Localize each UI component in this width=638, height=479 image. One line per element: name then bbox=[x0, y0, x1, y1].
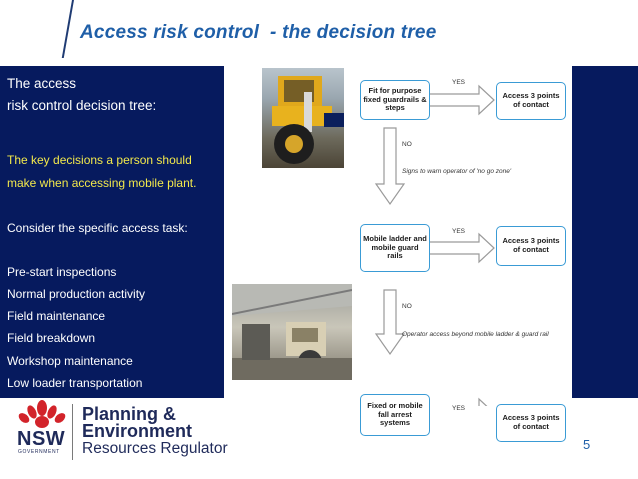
panel-consider: Consider the specific access task: bbox=[7, 221, 188, 235]
left-text-panel: The access risk control decision tree: T… bbox=[0, 66, 224, 398]
task-item: Normal production activity bbox=[7, 287, 146, 301]
box-access-result-2: Access 3 points of contact bbox=[496, 226, 566, 266]
logo-nsw: NSW bbox=[17, 428, 66, 450]
task-item: Field maintenance bbox=[7, 309, 106, 323]
box-mobile-ladder: Mobile ladder and mobile guard rails bbox=[360, 224, 430, 272]
panel-heading-line1: The access bbox=[7, 76, 77, 91]
loader-photo bbox=[262, 68, 344, 168]
logo-line2: Environment bbox=[82, 421, 193, 441]
panel-heading-line2: risk control decision tree: bbox=[7, 98, 157, 113]
box-fall-arrest: Fixed or mobile fall arrest systems bbox=[360, 394, 430, 436]
logo-divider bbox=[72, 404, 73, 460]
task-item: Workshop maintenance bbox=[7, 354, 133, 368]
page-number: 5 bbox=[583, 437, 591, 452]
box-access-result-3: Access 3 points of contact bbox=[496, 404, 566, 442]
yes-label-2: YES bbox=[452, 228, 466, 235]
logo-government: GOVERNMENT bbox=[18, 449, 60, 455]
no-label-1: NO bbox=[402, 141, 412, 148]
logo-line1: Planning & bbox=[82, 404, 176, 424]
yes-label-3: YES bbox=[452, 405, 466, 412]
task-item: Pre-start inspections bbox=[7, 265, 117, 279]
workshop-photo bbox=[232, 284, 352, 380]
slide-title: Access risk control - the decision tree bbox=[80, 22, 437, 43]
logo-line3: Resources Regulator bbox=[82, 440, 228, 457]
task-item: Low loader transportation bbox=[7, 376, 143, 390]
panel-highlight-line1: The key decisions a person should bbox=[7, 153, 192, 167]
waratah-flower-icon bbox=[18, 400, 66, 428]
flowchart-arrows bbox=[374, 84, 495, 406]
box-fixed-guardrails: Fit for purpose fixed guardrails & steps bbox=[360, 80, 430, 120]
box-access-result-1: Access 3 points of contact bbox=[496, 82, 566, 120]
note-beyond-ladder: Operator access beyond mobile ladder & g… bbox=[402, 331, 549, 338]
task-item: Field breakdown bbox=[7, 331, 96, 345]
yes-label-1: YES bbox=[452, 79, 466, 86]
panel-highlight-line2: make when accessing mobile plant. bbox=[7, 176, 197, 190]
right-decorative-strip bbox=[572, 66, 638, 398]
note-no-go-zone: Signs to warn operator of 'no go zone' bbox=[402, 168, 512, 175]
title-bar bbox=[0, 0, 638, 62]
no-label-2: NO bbox=[402, 303, 412, 310]
